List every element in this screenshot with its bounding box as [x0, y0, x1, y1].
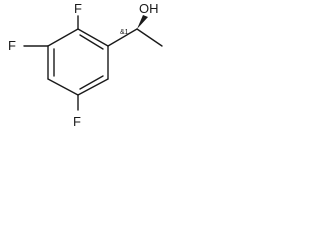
ring-bond-c3-c4	[77, 78, 109, 96]
ring-bond-c4-c5	[47, 78, 79, 96]
ring-double-bond-c3-c4	[79, 75, 104, 90]
atom-label-f-left: F	[8, 38, 16, 53]
bond-chiral-carbon-methyl	[136, 28, 163, 47]
molecule-structure: F F F OH &1	[8, 1, 163, 129]
ring-bond-c1-c2	[77, 28, 109, 47]
ring-bond-c6-c1	[47, 28, 79, 47]
stereo-annotation: &1	[120, 29, 129, 36]
atom-label-oh: OH	[139, 1, 159, 16]
ring-double-bond-c1-c2	[79, 34, 104, 50]
atom-label-f-top: F	[74, 1, 82, 16]
bond-c2-chiral-carbon	[107, 28, 138, 47]
wedge-bond-oh	[137, 15, 148, 29]
atom-label-f-bottom: F	[73, 114, 81, 129]
